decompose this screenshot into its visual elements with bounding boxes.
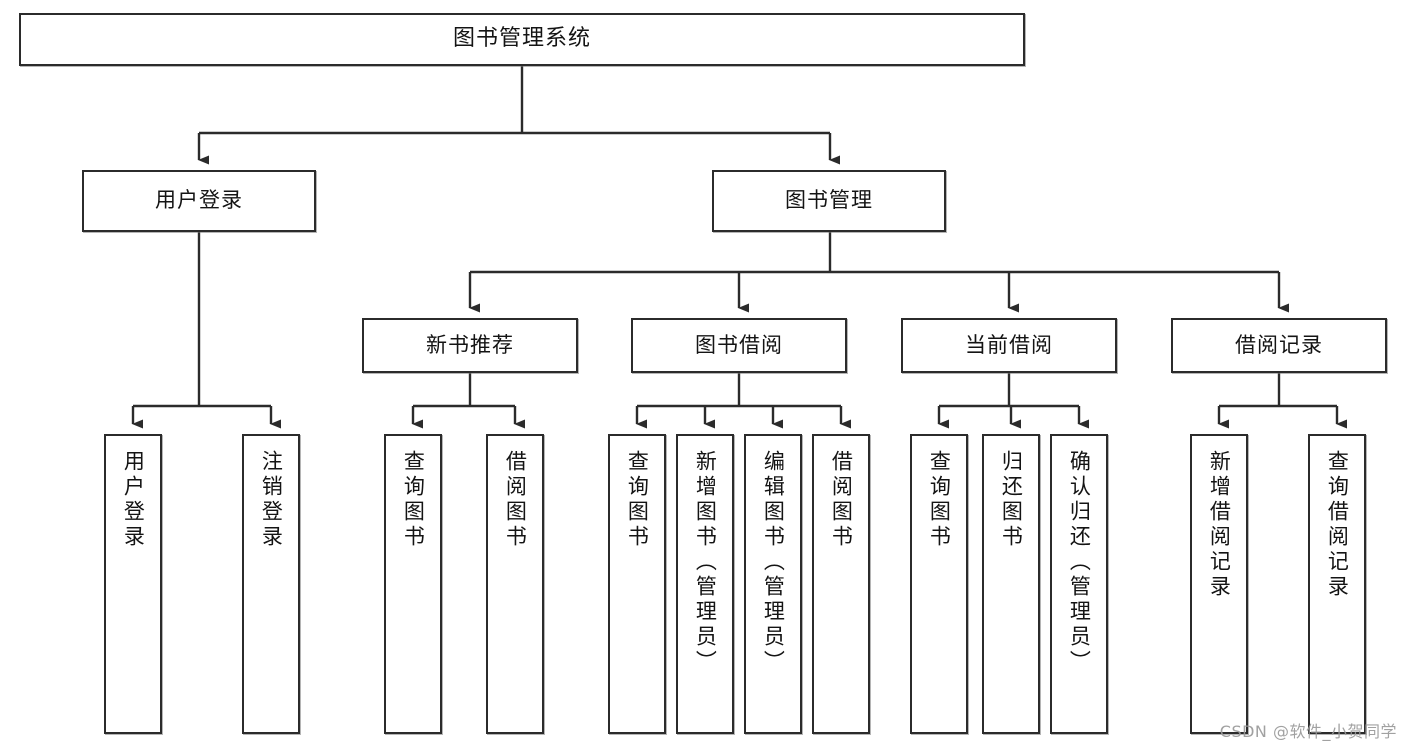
node-leaf-return-book-label: 归还图书 bbox=[999, 450, 1024, 550]
node-root[interactable]: 图书管理系统 bbox=[19, 13, 1025, 66]
node-borrow-record-label: 借阅记录 bbox=[1235, 332, 1323, 357]
node-user-login[interactable]: 用户登录 bbox=[82, 170, 316, 232]
node-leaf-query-book-1-label: 查询图书 bbox=[401, 450, 426, 550]
node-book-manage[interactable]: 图书管理 bbox=[712, 170, 946, 232]
node-leaf-return-book[interactable]: 归还图书 bbox=[982, 434, 1040, 734]
node-leaf-user-login-label: 用户登录 bbox=[121, 450, 146, 550]
node-leaf-confirm-return-label: 确认归还（管理员） bbox=[1067, 450, 1092, 675]
node-leaf-query-book-3[interactable]: 查询图书 bbox=[910, 434, 968, 734]
node-leaf-borrow-book-1[interactable]: 借阅图书 bbox=[486, 434, 544, 734]
node-leaf-borrow-book-2[interactable]: 借阅图书 bbox=[812, 434, 870, 734]
node-leaf-query-record[interactable]: 查询借阅记录 bbox=[1308, 434, 1366, 734]
node-book-borrow-label: 图书借阅 bbox=[695, 332, 783, 357]
node-leaf-add-book-label: 新增图书（管理员） bbox=[693, 450, 718, 675]
watermark: CSDN @软件_小贺同学 bbox=[1219, 722, 1397, 741]
node-leaf-add-book[interactable]: 新增图书（管理员） bbox=[676, 434, 734, 734]
node-leaf-user-login[interactable]: 用户登录 bbox=[104, 434, 162, 734]
node-leaf-borrow-book-1-label: 借阅图书 bbox=[503, 450, 528, 550]
node-leaf-edit-book[interactable]: 编辑图书（管理员） bbox=[744, 434, 802, 734]
node-leaf-logout-login-label: 注销登录 bbox=[259, 450, 284, 550]
node-leaf-add-record[interactable]: 新增借阅记录 bbox=[1190, 434, 1248, 734]
node-new-book-recommend[interactable]: 新书推荐 bbox=[362, 318, 578, 373]
node-new-book-recommend-label: 新书推荐 bbox=[426, 332, 514, 357]
node-user-login-label: 用户登录 bbox=[155, 188, 243, 213]
node-leaf-query-record-label: 查询借阅记录 bbox=[1325, 450, 1350, 600]
node-leaf-query-book-2[interactable]: 查询图书 bbox=[608, 434, 666, 734]
node-leaf-confirm-return[interactable]: 确认归还（管理员） bbox=[1050, 434, 1108, 734]
node-current-borrow-label: 当前借阅 bbox=[965, 332, 1053, 357]
node-leaf-query-book-2-label: 查询图书 bbox=[625, 450, 650, 550]
node-leaf-query-book-3-label: 查询图书 bbox=[927, 450, 952, 550]
node-leaf-query-book-1[interactable]: 查询图书 bbox=[384, 434, 442, 734]
node-book-borrow[interactable]: 图书借阅 bbox=[631, 318, 847, 373]
node-leaf-add-record-label: 新增借阅记录 bbox=[1207, 450, 1232, 600]
node-leaf-logout-login[interactable]: 注销登录 bbox=[242, 434, 300, 734]
node-leaf-edit-book-label: 编辑图书（管理员） bbox=[761, 450, 786, 675]
node-leaf-borrow-book-2-label: 借阅图书 bbox=[829, 450, 854, 550]
node-book-manage-label: 图书管理 bbox=[785, 188, 873, 213]
node-borrow-record[interactable]: 借阅记录 bbox=[1171, 318, 1387, 373]
node-current-borrow[interactable]: 当前借阅 bbox=[901, 318, 1117, 373]
node-root-label: 图书管理系统 bbox=[452, 26, 591, 52]
